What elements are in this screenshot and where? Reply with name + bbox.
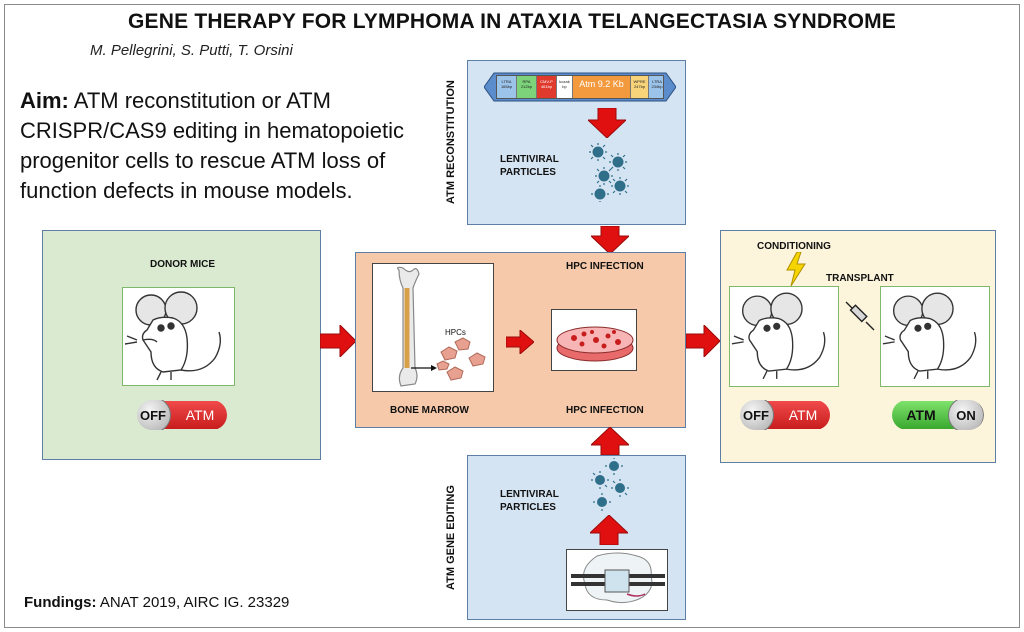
conditioning-label: CONDITIONING (757, 241, 831, 252)
hpc-infection-top-label: HPC INFECTION (566, 261, 644, 272)
bottom-lentiviral-line1: LENTIVIRAL (500, 489, 559, 500)
construct-wpre: WPRE 247bp (631, 76, 649, 98)
aim-label: Aim: (20, 88, 69, 113)
arrow-center-to-recipient (686, 325, 720, 357)
atm-reconstitution-label: ATM RECONSTITUTION (445, 80, 457, 204)
authors: M. Pellegrini, S. Putti, T. Orsini (90, 42, 293, 59)
construct-ltr-right: LTRΔ 234bp (649, 76, 663, 98)
construct-ltr-left: LTRΔ 165bp (497, 76, 517, 98)
arrow-up-bottom (590, 515, 628, 545)
recipient-mouse-after (880, 286, 990, 387)
crispr-icon (571, 552, 665, 604)
hpc-infection-bottom-label: HPC INFECTION (566, 405, 644, 416)
donor-mouse-image (122, 287, 235, 386)
arrow-down-to-center (591, 226, 629, 254)
recipient-before-toggle-off: OFF (740, 400, 774, 430)
lightning-icon (786, 252, 806, 286)
donor-mice-label: DONOR MICE (150, 259, 215, 270)
fundings-label: Fundings: (24, 594, 97, 611)
fundings: Fundings: ANAT 2019, AIRC IG. 23329 (24, 594, 289, 611)
construct-atm: Atm 9.2 Kb (573, 76, 631, 98)
top-lentiviral-line1: LENTIVIRAL (500, 154, 559, 165)
aim-body: ATM reconstitution or ATM CRISPR/CAS9 ed… (20, 88, 404, 203)
mouse-icon (882, 292, 977, 380)
lentiviral-construct: LTRΔ 165bp RPA 212bp CMV-P 461bp kozak b… (483, 70, 677, 104)
virus-icon (592, 146, 626, 200)
fundings-body: ANAT 2019, AIRC IG. 23329 (96, 594, 290, 611)
construct-atm-label: Atm 9.2 Kb (579, 79, 624, 89)
construct-cmv: CMV-P 461bp (537, 76, 557, 98)
donor-toggle-off: OFF (137, 400, 171, 430)
transplant-label: TRANSPLANT (826, 273, 894, 284)
top-lentiviral-line2: PARTICLES (500, 167, 556, 178)
virus-particles-bottom (591, 458, 629, 511)
donor-toggle-atm: ATM (159, 401, 227, 429)
arrow-up-to-center (591, 427, 629, 455)
hpc-cells-icon (436, 337, 486, 381)
figure-title: GENE THERAPY FOR LYMPHOMA IN ATAXIA TELA… (127, 10, 897, 33)
virus-particles-top (589, 143, 629, 202)
bone-marrow-image: HPCs (372, 263, 494, 392)
arrow-down-top (588, 108, 626, 138)
bottom-lentiviral-line2: PARTICLES (500, 502, 556, 513)
top-lentiviral-label: LENTIVIRAL PARTICLES (500, 153, 559, 179)
recipient-after-toggle[interactable]: ATM ON (892, 400, 984, 430)
hpcs-label: HPCs (445, 328, 466, 337)
petri-dish-image (551, 309, 637, 371)
recipient-before-toggle[interactable]: ATM OFF (740, 400, 830, 430)
arrow-bone-to-dish (506, 330, 534, 354)
construct-rpa: RPA 212bp (517, 76, 537, 98)
recipient-mouse-before (729, 286, 839, 387)
donor-atm-toggle[interactable]: ATM OFF (137, 400, 227, 430)
construct-kozak: kozak bp (557, 76, 573, 98)
atm-gene-editing-label: ATM GENE EDITING (445, 485, 457, 591)
crispr-plasmid-image (566, 549, 668, 611)
bottom-lentiviral-label: LENTIVIRAL PARTICLES (500, 488, 559, 514)
mouse-icon (124, 291, 222, 381)
syringe-icon (845, 301, 875, 331)
petri-dish-icon (556, 326, 634, 362)
bone-marrow-label: BONE MARROW (390, 405, 469, 416)
mouse-icon (731, 292, 826, 380)
figure-frame (4, 4, 1020, 628)
recipient-after-toggle-on: ON (948, 400, 984, 430)
arrow-donor-to-center (320, 325, 356, 357)
aim-text: Aim: ATM reconstitution or ATM CRISPR/CA… (20, 86, 440, 206)
